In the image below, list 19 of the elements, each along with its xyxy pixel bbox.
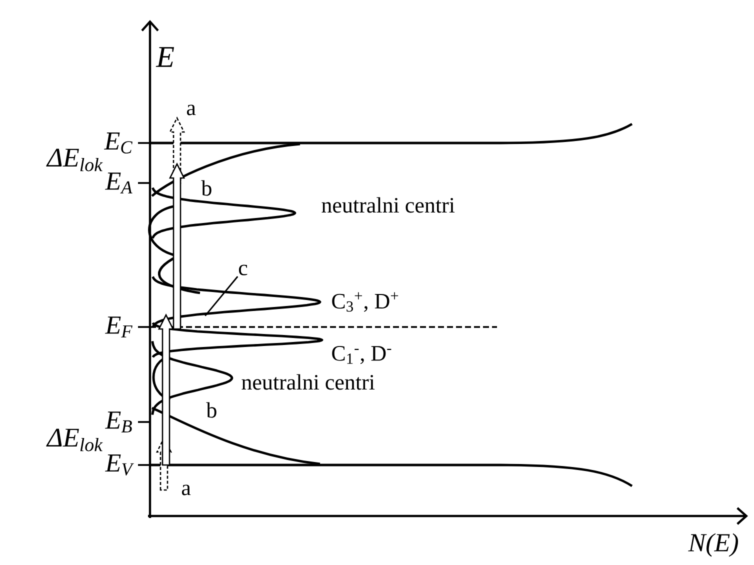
- level-label: E$_{C}$: [104, 132, 132, 154]
- transition-label: b: [201, 180, 212, 196]
- level-label: E$_{F}$: [105, 316, 132, 338]
- transition-label: a: [186, 104, 196, 116]
- state-density-peak: [152, 276, 322, 328]
- axis-label: N(E): [688, 533, 738, 557]
- level-label: E$_{V}$: [105, 454, 134, 476]
- level-label: ΔE$_{lok}$: [46, 148, 103, 172]
- level-label: ΔE$_{lok}$: [46, 428, 103, 452]
- transition-label: b: [206, 402, 216, 418]
- leader-line: [204, 276, 238, 316]
- state-label: neutralni centri: [322, 197, 455, 213]
- state-label: neutralni centri: [242, 374, 375, 390]
- state-label: C$_{1}$$^{-}$, D$^{-}$: [332, 346, 392, 364]
- axis-label: E: [156, 47, 174, 67]
- level-label: E$_{A}$: [105, 172, 132, 194]
- transition-label: a: [182, 484, 191, 496]
- level-label: E$_{B}$: [105, 412, 132, 432]
- leader-label: c: [238, 264, 248, 276]
